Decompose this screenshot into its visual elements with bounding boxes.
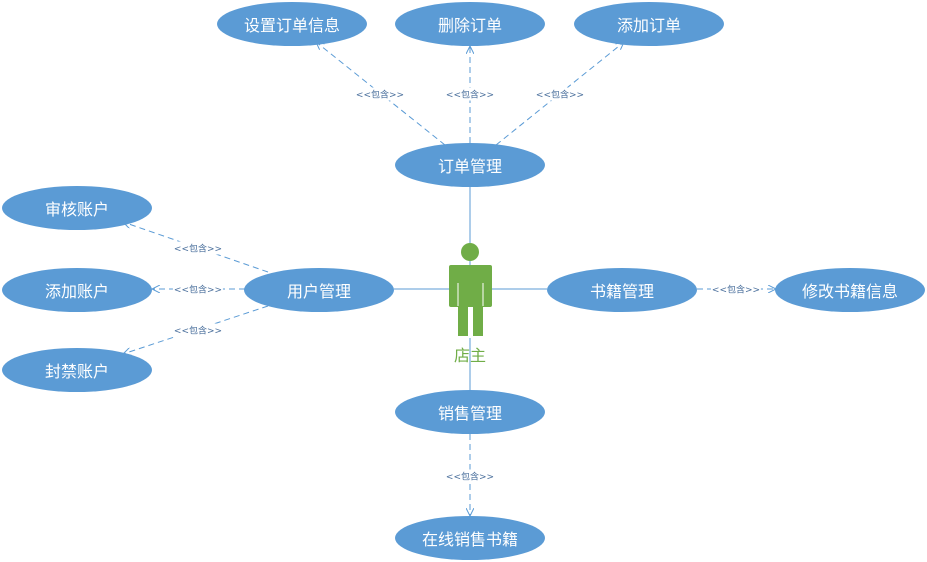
usecase-order-management: 订单管理 (395, 143, 545, 187)
usecase-ban-account: 封禁账户 (2, 348, 152, 392)
include-label: <<包含>> (354, 87, 406, 101)
usecase-add-account: 添加账户 (2, 268, 152, 312)
usecase-set-order-info: 设置订单信息 (217, 2, 367, 46)
include-label: <<包含>> (710, 282, 762, 296)
include-ban (123, 305, 269, 354)
include-label: <<包含>> (444, 469, 496, 483)
usecase-review-account: 审核账户 (2, 186, 152, 230)
usecase-book-management: 书籍管理 (547, 268, 697, 312)
usecase-delete-order: 删除订单 (395, 2, 545, 46)
include-label: <<包含>> (534, 87, 586, 101)
usecase-edit-book-info: 修改书籍信息 (775, 268, 925, 312)
usecase-online-book-sales: 在线销售书籍 (395, 516, 545, 560)
usecase-sales-management: 销售管理 (395, 390, 545, 434)
actor-icon (449, 243, 492, 336)
actor-label: 店主 (453, 346, 487, 365)
usecase-add-order: 添加订单 (574, 2, 724, 46)
include-label: <<包含>> (172, 282, 224, 296)
include-label: <<包含>> (172, 323, 224, 337)
include-review (123, 222, 269, 273)
include-label: <<包含>> (444, 87, 496, 101)
usecase-user-management: 用户管理 (244, 268, 394, 312)
include-label: <<包含>> (172, 241, 224, 255)
